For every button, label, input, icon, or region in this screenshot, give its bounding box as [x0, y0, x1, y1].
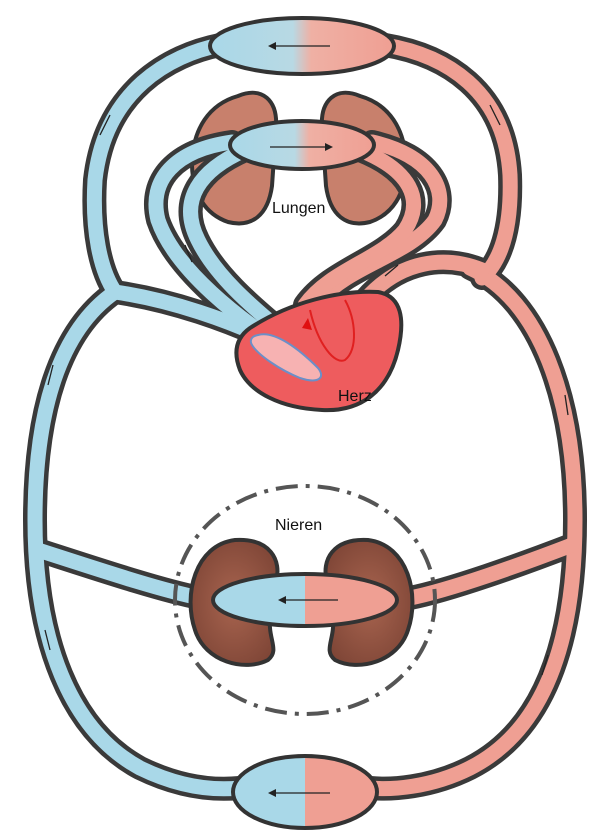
- label-kidneys: Nieren: [275, 517, 322, 534]
- lung-capillary: [230, 121, 374, 169]
- label-heart: Herz: [338, 388, 372, 405]
- body-capillary-bottom: [233, 756, 377, 828]
- label-lungs: Lungen: [272, 200, 325, 217]
